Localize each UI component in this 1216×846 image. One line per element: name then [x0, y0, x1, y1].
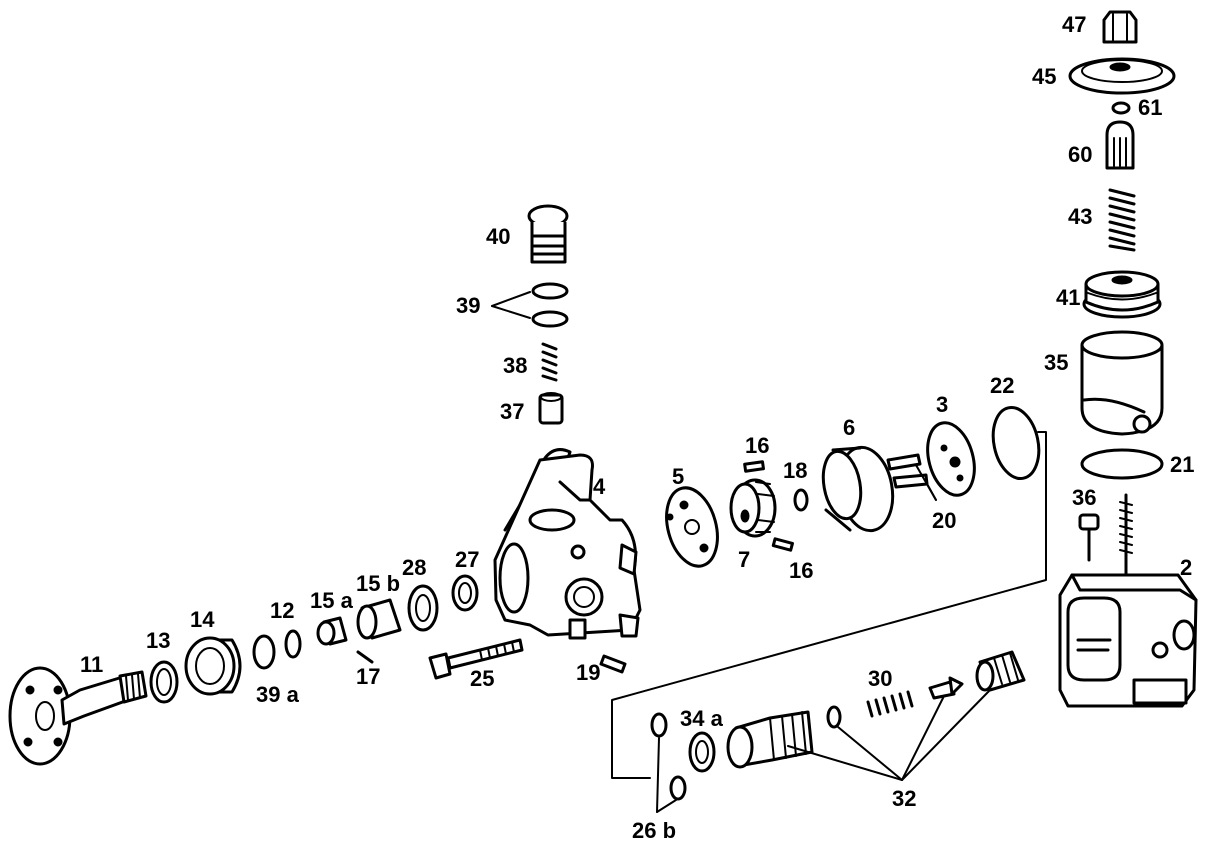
part-35-reservoir — [1080, 330, 1164, 436]
part-26b-washer-bottom — [669, 775, 687, 801]
label-40: 40 — [486, 224, 510, 249]
part-19-pin — [599, 654, 627, 674]
label-3: 3 — [936, 392, 948, 417]
label-5: 5 — [672, 464, 684, 489]
part-21-o-ring — [1080, 448, 1164, 480]
label-26b: 26 b — [632, 818, 676, 843]
label-15a: 15 a — [310, 588, 354, 613]
label-19: 19 — [576, 660, 600, 685]
label-47: 47 — [1062, 12, 1086, 37]
part-4-pump-body — [493, 448, 642, 640]
part-6-cam-ring — [821, 445, 895, 533]
part-26b-washer-top — [650, 712, 668, 738]
part-13-ring — [149, 660, 179, 704]
part-32-valve-spool — [928, 676, 964, 700]
label-12: 12 — [270, 598, 294, 623]
label-41: 41 — [1056, 285, 1080, 310]
part-16-vane-bottom — [771, 537, 794, 552]
label-30: 30 — [868, 666, 892, 691]
bracket-line — [611, 431, 1047, 779]
label-6: 6 — [843, 415, 855, 440]
label-25: 25 — [470, 666, 494, 691]
label-17: 17 — [356, 664, 380, 689]
label-37: 37 — [500, 399, 524, 424]
label-13: 13 — [146, 628, 170, 653]
part-61-small-ring — [1111, 101, 1131, 115]
label-2: 2 — [1180, 555, 1192, 580]
part-60-filter — [1105, 120, 1135, 170]
part-37-piston — [538, 392, 564, 425]
label-16-top: 16 — [745, 433, 769, 458]
label-45: 45 — [1032, 64, 1056, 89]
label-28: 28 — [402, 555, 426, 580]
leader-lines — [491, 291, 991, 813]
part-39a-o-ring — [252, 634, 276, 670]
part-36-bolt — [1078, 513, 1100, 562]
part-11-drive-shaft — [8, 666, 148, 766]
label-7: 7 — [738, 547, 750, 572]
label-22: 22 — [990, 373, 1014, 398]
part-25-bolt — [428, 638, 524, 680]
label-4: 4 — [593, 474, 606, 499]
part-28-seal — [407, 584, 439, 632]
part-20-dowel-pins — [886, 453, 929, 489]
label-16-bottom: 16 — [789, 558, 813, 583]
part-18-small-ring — [793, 488, 809, 512]
part-15a-bushing — [316, 616, 348, 646]
part-2-pump-housing — [1058, 573, 1198, 708]
label-34a: 34 a — [680, 706, 724, 731]
part-32-o-ring — [826, 705, 842, 729]
part-39-o-ring-bottom — [531, 310, 569, 328]
label-38: 38 — [503, 353, 527, 378]
part-30-spring — [866, 690, 914, 718]
part-41-cover — [1082, 270, 1162, 319]
part-12-snap-ring — [284, 629, 302, 659]
part-27-ring — [451, 574, 479, 612]
part-17-pin — [356, 650, 374, 664]
part-43-spring — [1108, 188, 1136, 252]
part-34a-ring — [688, 731, 716, 773]
label-60: 60 — [1068, 142, 1092, 167]
label-14: 14 — [190, 607, 215, 632]
part-40-plug — [527, 204, 569, 264]
label-43: 43 — [1068, 204, 1092, 229]
label-20: 20 — [932, 508, 956, 533]
part-5-thrust-plate — [665, 486, 719, 568]
label-15b: 15 b — [356, 571, 400, 596]
part-39-o-ring-top — [531, 282, 569, 300]
label-32: 32 — [892, 786, 916, 811]
part-32-union-fitting — [726, 710, 814, 769]
part-47-cap-nut — [1102, 10, 1138, 44]
part-labels: 47 45 61 60 43 41 35 22 21 36 2 3 6 20 1… — [80, 12, 1194, 843]
label-21: 21 — [1170, 452, 1194, 477]
part-14-bearing — [184, 636, 242, 696]
part-7-rotor — [729, 478, 777, 538]
label-39a: 39 a — [256, 682, 300, 707]
label-36: 36 — [1072, 485, 1096, 510]
part-38-spring — [541, 342, 558, 382]
part-15b-sleeve — [356, 598, 402, 640]
part-22-o-ring — [991, 405, 1041, 481]
label-18: 18 — [783, 458, 807, 483]
part-45-washer-plate — [1068, 57, 1176, 95]
label-35: 35 — [1044, 350, 1068, 375]
label-27: 27 — [455, 547, 479, 572]
label-61: 61 — [1138, 95, 1162, 120]
label-11: 11 — [80, 652, 103, 677]
part-3-pressure-plate — [926, 421, 976, 497]
part-32-fitting-right — [975, 650, 1026, 692]
part-16-vane-top — [743, 460, 765, 473]
label-39: 39 — [456, 293, 480, 318]
